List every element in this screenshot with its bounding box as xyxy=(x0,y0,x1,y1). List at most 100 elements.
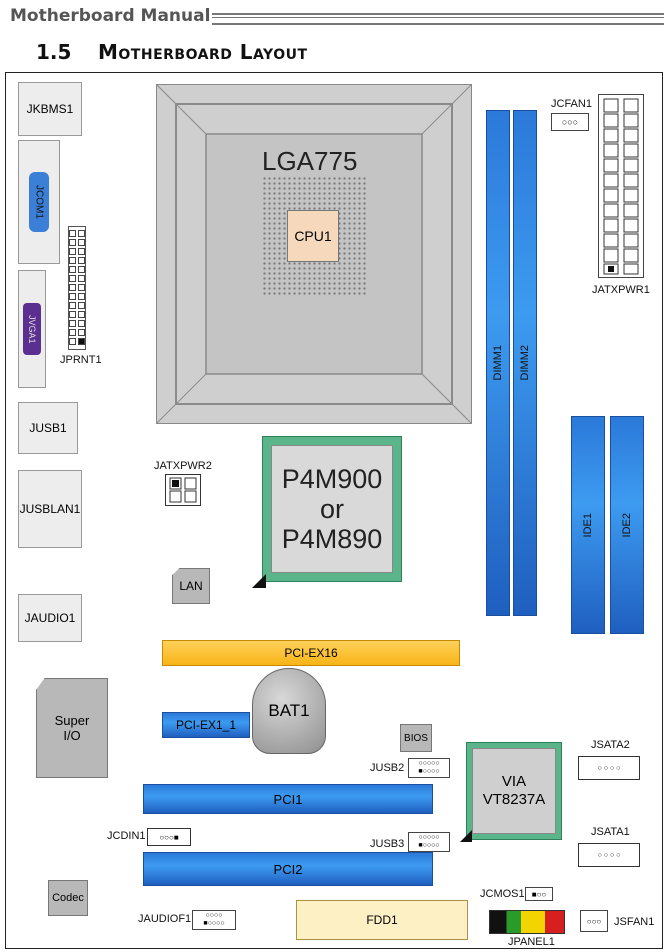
jcfan1-label: JCFAN1 xyxy=(551,98,592,110)
jprnt1-pin xyxy=(69,320,76,327)
pci-ex1-1-slot: PCI-EX1_1 xyxy=(162,712,250,738)
lan-chip: LAN xyxy=(172,568,210,604)
jatxpwr1-label: JATXPWR1 xyxy=(592,284,650,296)
jprnt1-pin xyxy=(69,329,76,336)
jaudio1-connector: JAUDIO1 xyxy=(18,594,82,642)
jsata1-connector: ○ ○ ○ ○ xyxy=(578,843,640,867)
jprnt1-pin xyxy=(69,248,76,255)
jusb3-header: ○○○○○■○○○○ xyxy=(408,832,450,852)
jatxpwr2-pins xyxy=(169,477,197,503)
pci-ex16-label: PCI-EX16 xyxy=(284,646,338,660)
jprnt1-pin xyxy=(69,302,76,309)
section-number: 1.5 xyxy=(36,40,72,64)
pci1-slot: PCI1 xyxy=(143,784,433,814)
cpu1-label: CPU1 xyxy=(294,228,332,244)
jprnt1-pin-row xyxy=(69,311,85,318)
jsfan1-label: JSFAN1 xyxy=(614,916,655,928)
jprnt1-pin-row xyxy=(69,239,85,246)
jprnt1-pin xyxy=(69,266,76,273)
jprnt1-pin-row xyxy=(69,329,85,336)
ide1-label: IDE1 xyxy=(582,512,594,538)
jaudiof1-header: ○○○○■○○○○ xyxy=(192,910,236,930)
bat1-label: BAT1 xyxy=(268,701,310,720)
jcfan1-header: ○○○ xyxy=(551,113,589,131)
jprnt1-label: JPRNT1 xyxy=(60,354,102,366)
jusb2-label: JUSB2 xyxy=(370,762,405,774)
jprnt1-pin1 xyxy=(78,338,85,345)
jprnt1-pin-row xyxy=(69,293,85,300)
jatxpwr2-label: JATXPWR2 xyxy=(154,460,212,472)
fdd1-label: FDD1 xyxy=(366,913,398,927)
pci2-label: PCI2 xyxy=(273,861,303,877)
via-label-1: VIA xyxy=(501,773,527,790)
codec-chip: Codec xyxy=(48,880,88,916)
northbridge-label-2: or xyxy=(319,494,344,524)
jprnt1-pin xyxy=(69,257,76,264)
jprnt1-pin-row xyxy=(69,257,85,264)
northbridge-chip: P4M900 or P4M890 xyxy=(262,436,402,582)
jatxpwr2-connector xyxy=(165,474,201,506)
jprnt1-pin-row xyxy=(69,275,85,282)
jprnt1-pin-row xyxy=(69,302,85,309)
jprnt1-pin xyxy=(78,239,85,246)
super-io-chip: Super I/O xyxy=(36,678,108,778)
jcmos1-label: JCMOS1 xyxy=(480,888,525,900)
jaudio1-label: JAUDIO1 xyxy=(24,611,76,625)
dimm1-slot: DIMM1 xyxy=(486,110,510,616)
jatxpwr1-pin-grid xyxy=(603,98,639,275)
northbridge-pin1-marker xyxy=(252,574,266,588)
jusb1-label: JUSB1 xyxy=(29,421,67,435)
jprnt1-pin xyxy=(69,338,76,345)
jpanel1-label: JPANEL1 xyxy=(508,936,555,948)
jprnt1-pin xyxy=(69,284,76,291)
jkbms1-label: JKBMS1 xyxy=(26,102,74,116)
jprnt1-pin xyxy=(78,257,85,264)
jpanel1-header xyxy=(489,910,565,934)
jcom1-label: JCOM1 xyxy=(33,185,45,219)
section-title: Motherboard Layout xyxy=(98,40,308,64)
bios-label: BIOS xyxy=(404,732,428,744)
jprnt1-pin xyxy=(78,248,85,255)
jvga1-label: JVGA1 xyxy=(27,314,37,344)
jprnt1-pin xyxy=(78,320,85,327)
jprnt1-pin xyxy=(69,275,76,282)
jsata2-connector: ○ ○ ○ ○ xyxy=(578,756,640,780)
jprnt1-header xyxy=(68,226,86,350)
bios-chip: BIOS xyxy=(400,724,432,752)
jprnt1-pin xyxy=(69,293,76,300)
jprnt1-pin xyxy=(78,230,85,237)
jprnt1-pin xyxy=(69,239,76,246)
dimm1-label: DIMM1 xyxy=(492,345,504,381)
lan-label: LAN xyxy=(179,579,203,593)
pci-ex16-slot: PCI-EX16 xyxy=(162,640,460,666)
jcmos1-header: ■○○ xyxy=(525,887,553,901)
dimm2-slot: DIMM2 xyxy=(513,110,537,616)
pci-ex1-1-label: PCI-EX1_1 xyxy=(175,718,237,732)
jprnt1-pin-row xyxy=(69,338,85,345)
northbridge-die: P4M900 or P4M890 xyxy=(271,445,393,573)
jprnt1-pin-row xyxy=(69,284,85,291)
ide2-label: IDE2 xyxy=(621,512,633,538)
jaudiof1-label: JAUDIOF1 xyxy=(138,913,192,925)
jcom1-port: JCOM1 xyxy=(29,172,49,232)
jusb3-label: JUSB3 xyxy=(370,838,405,850)
fdd1-connector: FDD1 xyxy=(296,900,468,940)
manual-title: Motherboard Manual xyxy=(10,6,211,26)
jprnt1-pin xyxy=(78,275,85,282)
ide2-connector: IDE2 xyxy=(610,416,644,634)
pci1-label: PCI1 xyxy=(273,791,303,807)
jsfan1-header: ○○○ xyxy=(580,910,608,932)
southbridge-chip: VIA VT8237A xyxy=(466,742,562,840)
page-header: Motherboard Manual xyxy=(4,4,664,26)
ide1-connector: IDE1 xyxy=(571,416,605,634)
jprnt1-pin xyxy=(78,293,85,300)
jprnt1-pin-row xyxy=(69,320,85,327)
jcdin1-label: JCDIN1 xyxy=(107,830,146,842)
super-io-label: Super I/O xyxy=(54,713,90,743)
jvga1-connector: JVGA1 xyxy=(18,270,46,388)
jprnt1-pin xyxy=(69,311,76,318)
jprnt1-pin-row xyxy=(69,266,85,273)
jprnt1-pin xyxy=(78,302,85,309)
lga775-label: LGA775 xyxy=(262,146,358,176)
header-rule xyxy=(212,13,664,25)
